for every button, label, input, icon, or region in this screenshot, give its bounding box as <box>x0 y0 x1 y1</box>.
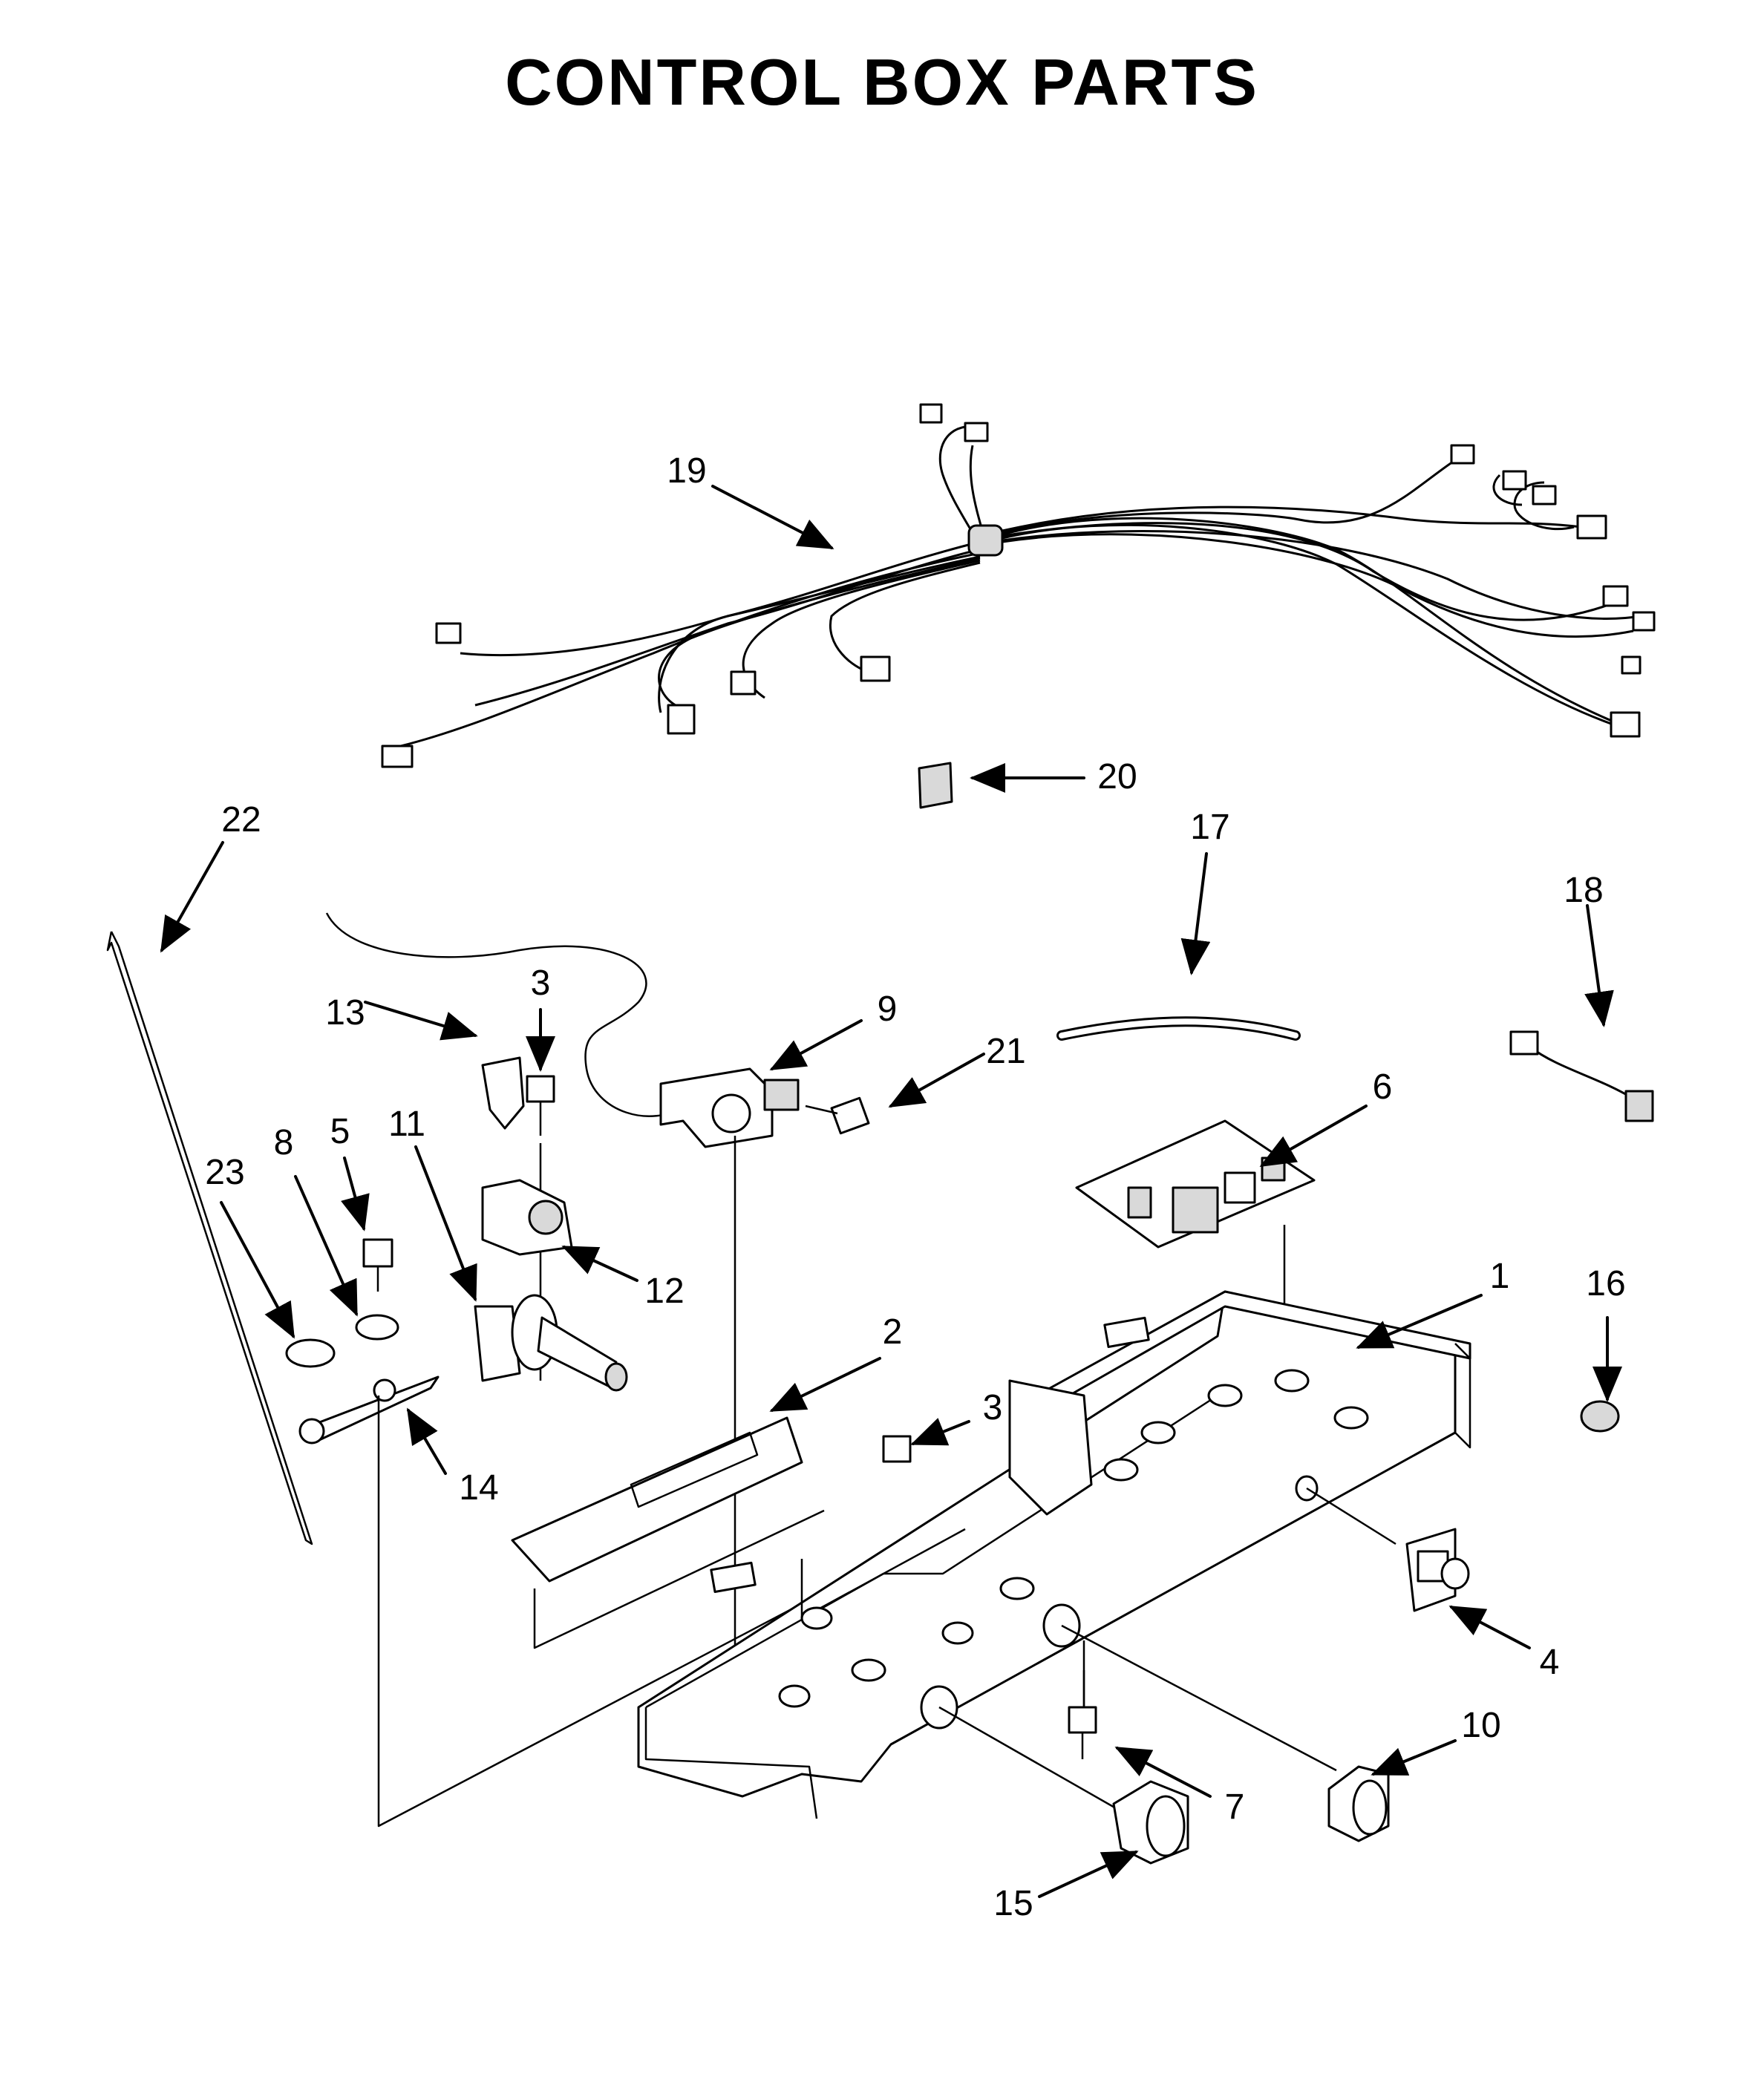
callout-label: 7 <box>1225 1787 1245 1827</box>
housing-boss <box>778 1369 1369 1708</box>
callout-label: 6 <box>1373 1067 1393 1107</box>
callout-label: 20 <box>1097 757 1137 796</box>
harness-connector <box>381 403 1656 768</box>
light-socket <box>1405 1528 1470 1612</box>
callout-label: 15 <box>993 1884 1033 1923</box>
bulb-cap <box>1580 1400 1620 1433</box>
callout-label: 1 <box>1490 1257 1510 1296</box>
screw-5 <box>362 1238 393 1292</box>
wire-clip <box>918 762 953 809</box>
callout-label: 22 <box>221 800 261 840</box>
callout-label: 23 <box>205 1153 244 1192</box>
callout-label: 11 <box>388 1105 425 1144</box>
washer-23 <box>285 1338 336 1368</box>
thermostat-knob <box>474 1294 628 1392</box>
callout-label: 10 <box>1461 1706 1500 1745</box>
switch <box>325 912 800 1692</box>
knob-15 <box>1112 1780 1189 1865</box>
callout-label: 19 <box>667 451 706 491</box>
screw-7 <box>1068 1670 1097 1759</box>
jumper-wire <box>1509 1030 1654 1122</box>
screw-3-lower <box>882 1435 912 1463</box>
callout-label: 16 <box>1586 1264 1625 1303</box>
callout-label: 14 <box>459 1468 498 1508</box>
knob-10 <box>1327 1765 1390 1842</box>
control-box-housing <box>637 1290 1471 1819</box>
callout-label: 3 <box>983 1388 1003 1427</box>
lever-14 <box>298 1375 817 1828</box>
callout-label: 2 <box>883 1312 903 1352</box>
bracket-2 <box>511 1416 825 1649</box>
clip-13 <box>481 1056 525 1130</box>
callout-label: 3 <box>531 963 551 1003</box>
screw-21 <box>805 1096 870 1135</box>
washer-8 <box>355 1314 399 1341</box>
page-title: CONTROL BOX PARTS <box>505 45 1259 119</box>
wire-harness <box>381 403 1656 768</box>
callout-label: 5 <box>330 1112 350 1151</box>
leader-lines <box>160 485 1622 1898</box>
callout-label: 4 <box>1540 1643 1560 1682</box>
callout-label: 17 <box>1190 808 1229 847</box>
callout-labels: 19 20 22 17 18 3 9 13 21 6 11 5 8 23 12 … <box>205 451 1625 1923</box>
callout-label: 8 <box>274 1123 294 1162</box>
callout-label: 12 <box>644 1272 684 1311</box>
callout-label: 21 <box>986 1032 1025 1071</box>
callout-label: 18 <box>1564 871 1603 910</box>
callout-label: 13 <box>325 993 365 1033</box>
callout-label: 9 <box>878 989 898 1029</box>
rod <box>106 931 313 1545</box>
